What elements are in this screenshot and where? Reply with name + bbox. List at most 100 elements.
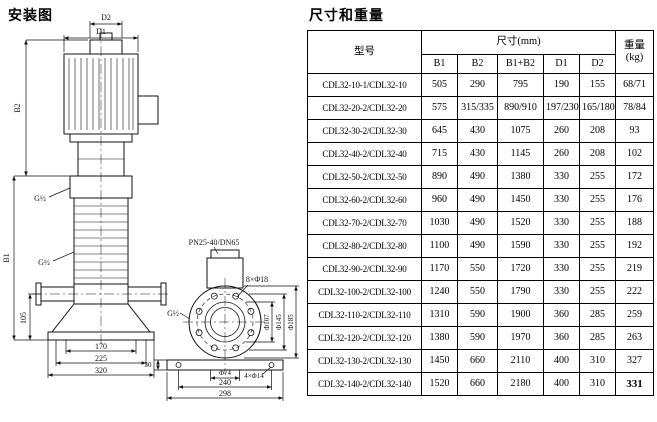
b1-cell: 1380 (421, 326, 458, 350)
d1-cell: 330 (543, 165, 580, 189)
weight-cell: 68/71 (615, 73, 655, 97)
table-title: 尺寸和重量 (309, 7, 384, 23)
b2-cell: 430 (457, 142, 498, 166)
diagram-labels: D2 D1 B2 B1 G½ G½ 105 170 225 320 PN25-4… (2, 13, 295, 398)
d2-cell: 255 (578, 234, 617, 258)
header-dim-b2: B2 (457, 54, 498, 74)
model-cell: CDL32-50-2/CDL32-50 (307, 165, 422, 189)
b1b2-cell: 2180 (497, 372, 544, 396)
model-cell: CDL32-90-2/CDL32-90 (307, 257, 422, 281)
d2-cell: 310 (578, 372, 617, 396)
pump-installation-drawing: D2 D1 B2 B1 G½ G½ 105 170 225 320 PN25-4… (2, 13, 299, 401)
b2-cell: 490 (457, 165, 498, 189)
b1b2-cell: 1590 (497, 234, 544, 258)
weight-cell: 78/84 (615, 96, 655, 120)
model-cell: CDL32-110-2/CDL32-110 (307, 303, 422, 327)
dim-label-phi185: Φ185 (287, 314, 295, 330)
b1-cell: 1240 (421, 280, 458, 304)
b1b2-cell: 1145 (497, 142, 544, 166)
dim-label-298: 298 (219, 389, 231, 398)
b2-cell: 550 (457, 257, 498, 281)
flange-spec-label: PN25-40/DN65 (189, 238, 240, 247)
d2-cell: 208 (578, 119, 617, 143)
b1b2-cell: 1790 (497, 280, 544, 304)
weight-cell: 188 (615, 211, 655, 235)
d2-cell: 208 (578, 142, 617, 166)
b2-cell: 490 (457, 188, 498, 212)
bolt-holes-8-label: 8×Φ18 (246, 275, 268, 284)
weight-cell: 219 (615, 257, 655, 281)
b2-cell: 660 (457, 349, 498, 373)
d1-cell: 330 (543, 188, 580, 212)
d1-cell: 360 (543, 326, 580, 350)
b1b2-cell: 1900 (497, 303, 544, 327)
d1-cell: 330 (543, 234, 580, 258)
centerlines-end-view (183, 278, 267, 374)
model-cell: CDL32-130-2/CDL32-130 (307, 349, 422, 373)
installation-diagram-panel: 安装图 (0, 0, 305, 422)
b1b2-cell: 1520 (497, 211, 544, 235)
b1-cell: 890 (421, 165, 458, 189)
header-row-group: 型号 尺寸(mm) 重量(kg) (307, 30, 655, 74)
b2-cell: 660 (457, 372, 498, 396)
b2-cell: 590 (457, 303, 498, 327)
header-dim-d2: D2 (578, 54, 617, 74)
dim-label-phi74: Φ74 (219, 369, 232, 377)
d1-cell: 330 (543, 211, 580, 235)
dim-label-b2: B2 (13, 103, 22, 112)
header-dim-d1: D1 (543, 54, 580, 74)
model-cell: CDL32-60-2/CDL32-60 (307, 188, 422, 212)
dim-label-d1: D1 (96, 27, 106, 36)
d2-cell: 165/180 (578, 96, 617, 120)
d2-cell: 255 (578, 211, 617, 235)
d1-cell: 400 (543, 349, 580, 373)
model-cell: CDL32-100-2/CDL32-100 (307, 280, 422, 304)
header-weight: 重量(kg) (615, 30, 655, 74)
dim-label-105: 105 (19, 312, 28, 324)
d2-cell: 285 (578, 326, 617, 350)
b2-cell: 550 (457, 280, 498, 304)
b2-cell: 290 (457, 73, 498, 97)
b1-cell: 1030 (421, 211, 458, 235)
weight-cell: 331 (615, 372, 655, 396)
dimension-lines-end-view (154, 246, 299, 401)
dim-label-phi145: Φ145 (275, 314, 283, 330)
header-dim-b1-plus-b2: B1+B2 (497, 54, 544, 74)
weight-cell: 259 (615, 303, 655, 327)
d1-cell: 400 (543, 372, 580, 396)
b1b2-cell: 1450 (497, 188, 544, 212)
port-label-g-top: G½ (34, 194, 46, 203)
b1-cell: 575 (421, 96, 458, 120)
d2-cell: 255 (578, 165, 617, 189)
model-cell: CDL32-30-2/CDL32-30 (307, 119, 422, 143)
weight-cell: 102 (615, 142, 655, 166)
weight-cell: 263 (615, 326, 655, 350)
diagram-title: 安装图 (8, 7, 53, 23)
b1-cell: 1310 (421, 303, 458, 327)
b2-cell: 490 (457, 211, 498, 235)
b1b2-cell: 795 (497, 73, 544, 97)
centerlines (32, 28, 170, 346)
weight-cell: 93 (615, 119, 655, 143)
model-cell: CDL32-80-2/CDL32-80 (307, 234, 422, 258)
b1-cell: 1170 (421, 257, 458, 281)
b2-cell: 490 (457, 234, 498, 258)
d1-cell: 330 (543, 280, 580, 304)
b1b2-cell: 1075 (497, 119, 544, 143)
d1-cell: 360 (543, 303, 580, 327)
d1-cell: 260 (543, 119, 580, 143)
b1b2-cell: 2110 (497, 349, 544, 373)
port-label-g-mid: G½ (38, 258, 50, 267)
